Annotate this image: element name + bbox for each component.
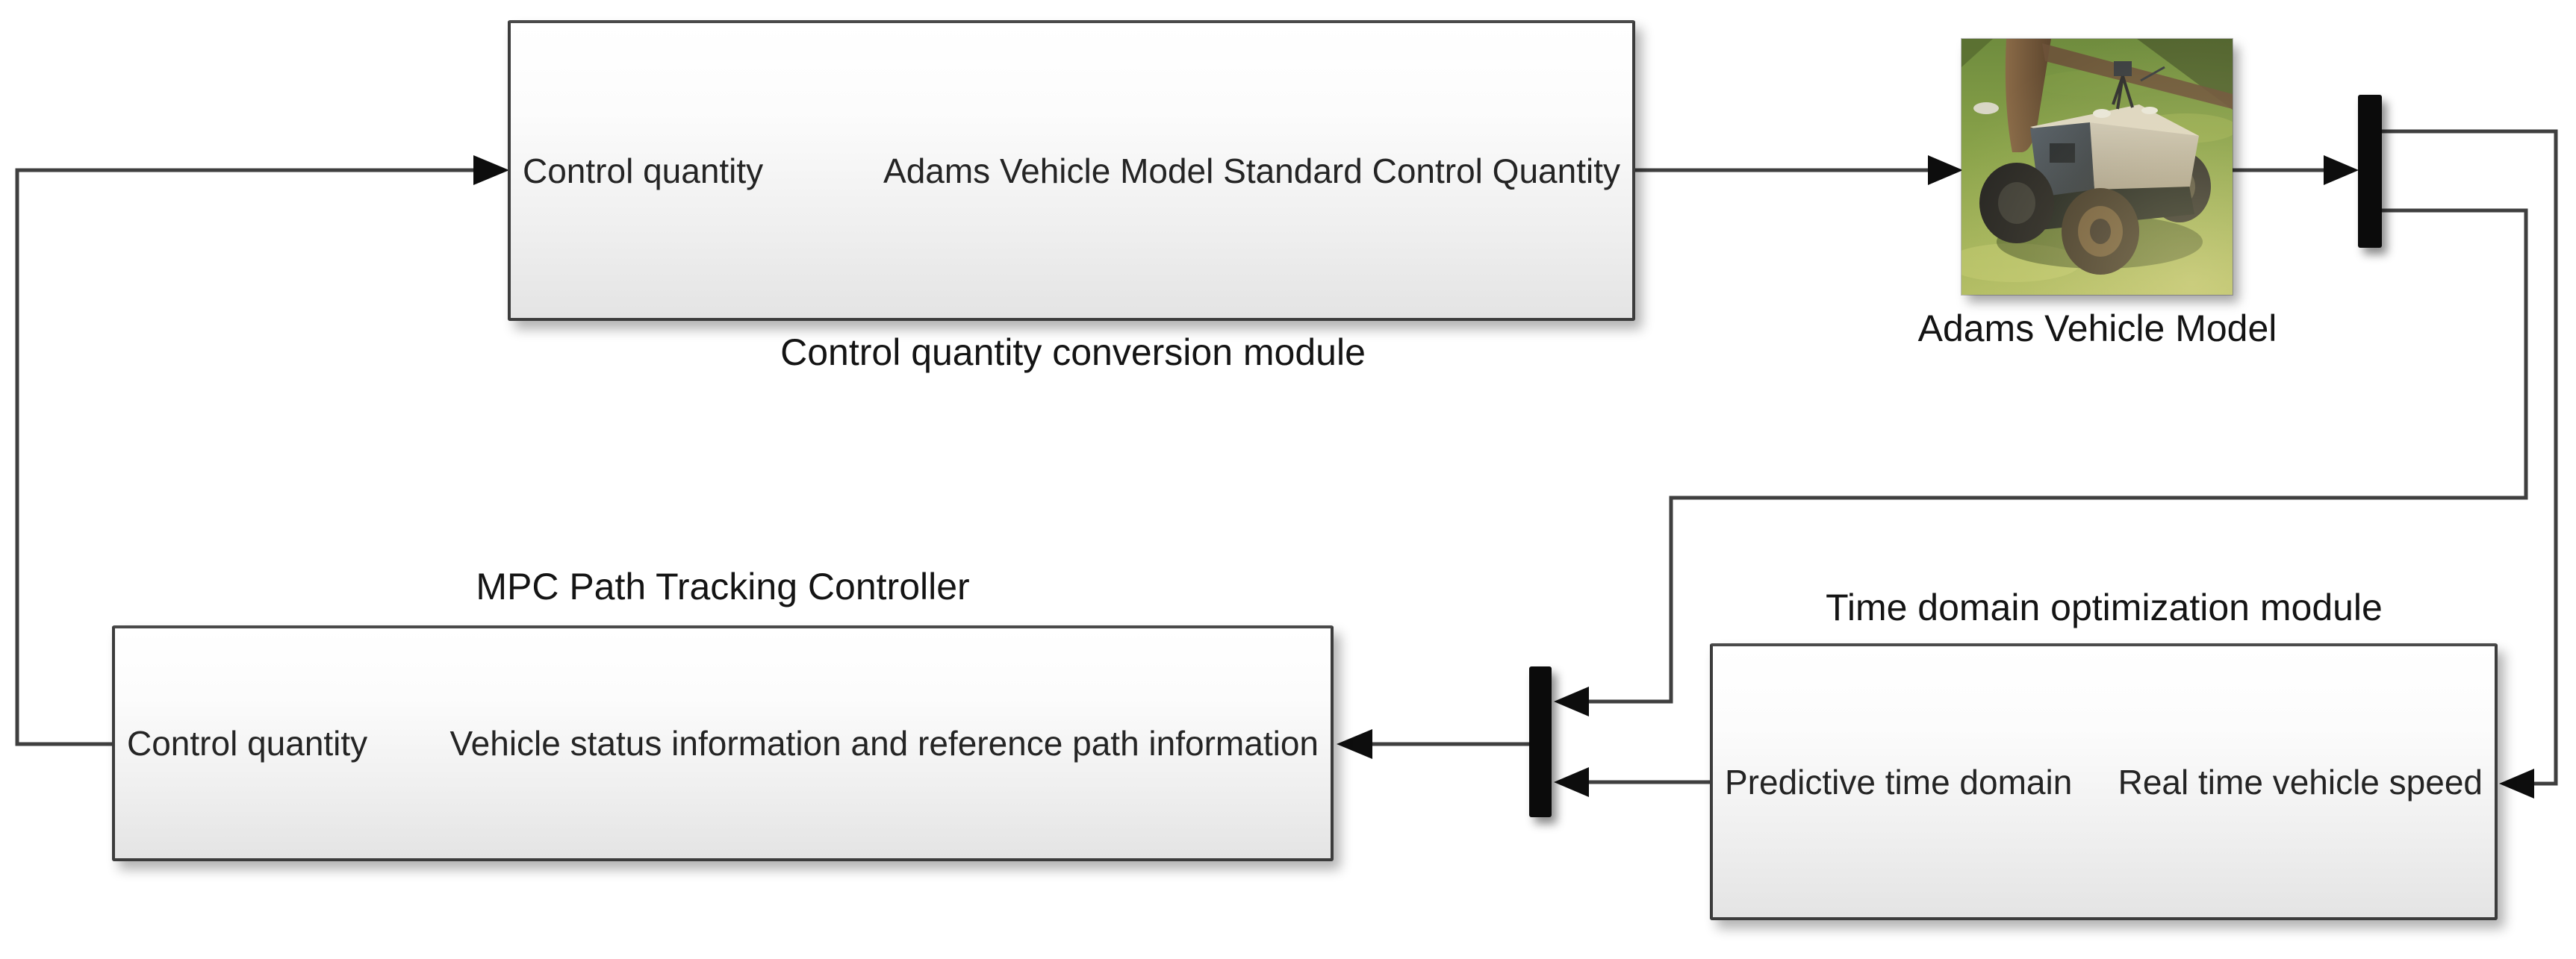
- arrowhead-icon: [2499, 769, 2534, 799]
- timeopt-output-port-label: Predictive time domain: [1725, 762, 2073, 802]
- conversion-module-block[interactable]: Control quantity Adams Vehicle Model Sta…: [508, 20, 1635, 321]
- adams-model-caption[interactable]: Adams Vehicle Model: [1917, 307, 2277, 349]
- conversion-input-port-label: Control quantity: [523, 151, 764, 190]
- demux-block[interactable]: [2358, 95, 2382, 248]
- wire-demux-to-timeopt[interactable]: [2382, 129, 2558, 786]
- mpc-output-port-label: Control quantity: [127, 724, 368, 763]
- time-opt-module-caption[interactable]: Time domain optimization module: [1826, 587, 2383, 628]
- arrowhead-icon: [473, 155, 509, 185]
- arrowhead-icon: [1554, 767, 1589, 797]
- arrowhead-icon: [1337, 729, 1372, 759]
- conversion-output-port-label: Adams Vehicle Model Standard Control Qua…: [883, 151, 1620, 190]
- arrowhead-icon: [1928, 155, 1963, 185]
- adams-vehicle-photo[interactable]: [1961, 38, 2233, 296]
- timeopt-input-port-label: Real time vehicle speed: [2118, 762, 2483, 802]
- mpc-controller-block[interactable]: Control quantity Vehicle status informat…: [112, 625, 1334, 861]
- arrowhead-icon: [1554, 687, 1589, 716]
- arrowhead-icon: [2324, 155, 2359, 185]
- wire-mpc-to-conversion[interactable]: [15, 168, 475, 746]
- mpc-input-port-label: Vehicle status information and reference…: [449, 724, 1319, 763]
- mpc-controller-caption[interactable]: MPC Path Tracking Controller: [476, 566, 970, 607]
- time-opt-module-block[interactable]: Predictive time domain Real time vehicle…: [1710, 643, 2498, 920]
- conversion-module-caption[interactable]: Control quantity conversion module: [780, 331, 1366, 373]
- wire-demux-to-mux[interactable]: [1587, 208, 2528, 704]
- mux-block[interactable]: [1529, 666, 1552, 817]
